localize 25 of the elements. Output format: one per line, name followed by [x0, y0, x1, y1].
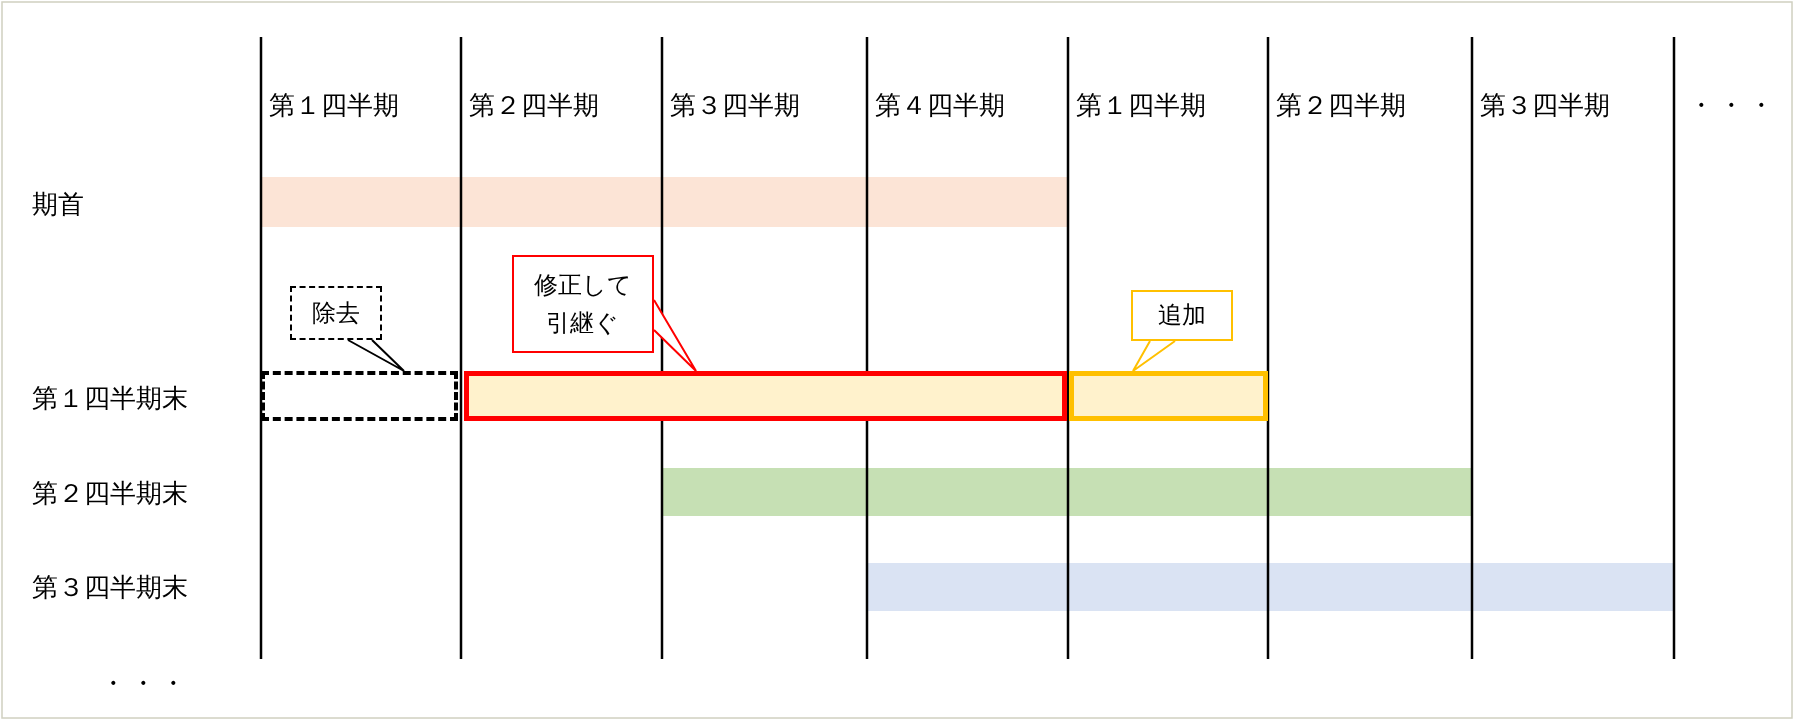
period-bar	[662, 468, 1472, 516]
callout-pointer	[653, 299, 697, 372]
ellipsis: ・・・	[100, 670, 190, 696]
callout-text: 修正して引継ぐ	[533, 269, 633, 339]
column-header: 第２四半期	[1276, 92, 1406, 118]
column-header: 第３四半期	[670, 92, 800, 118]
column-header: 第４四半期	[875, 92, 1005, 118]
row-label: 第３四半期末	[32, 574, 188, 600]
period-bar	[261, 177, 1068, 227]
period-bar	[867, 563, 1674, 611]
ellipsis: ・・・	[1688, 92, 1778, 118]
period-box	[464, 371, 1067, 421]
callout-pointer	[347, 339, 405, 372]
column-header: 第１四半期	[1076, 92, 1206, 118]
row-label: 第２四半期末	[32, 480, 188, 506]
column-header: 第３四半期	[1480, 92, 1610, 118]
row-label: 第１四半期末	[32, 385, 188, 411]
row-label: 期首	[32, 191, 84, 217]
callout-pointer	[1132, 340, 1176, 372]
removed-period-box	[261, 371, 458, 421]
column-header: 第１四半期	[269, 92, 399, 118]
callout-text: 除去	[312, 297, 360, 329]
period-box	[1069, 371, 1268, 421]
callout-text: 追加	[1158, 300, 1206, 332]
column-header: 第２四半期	[469, 92, 599, 118]
